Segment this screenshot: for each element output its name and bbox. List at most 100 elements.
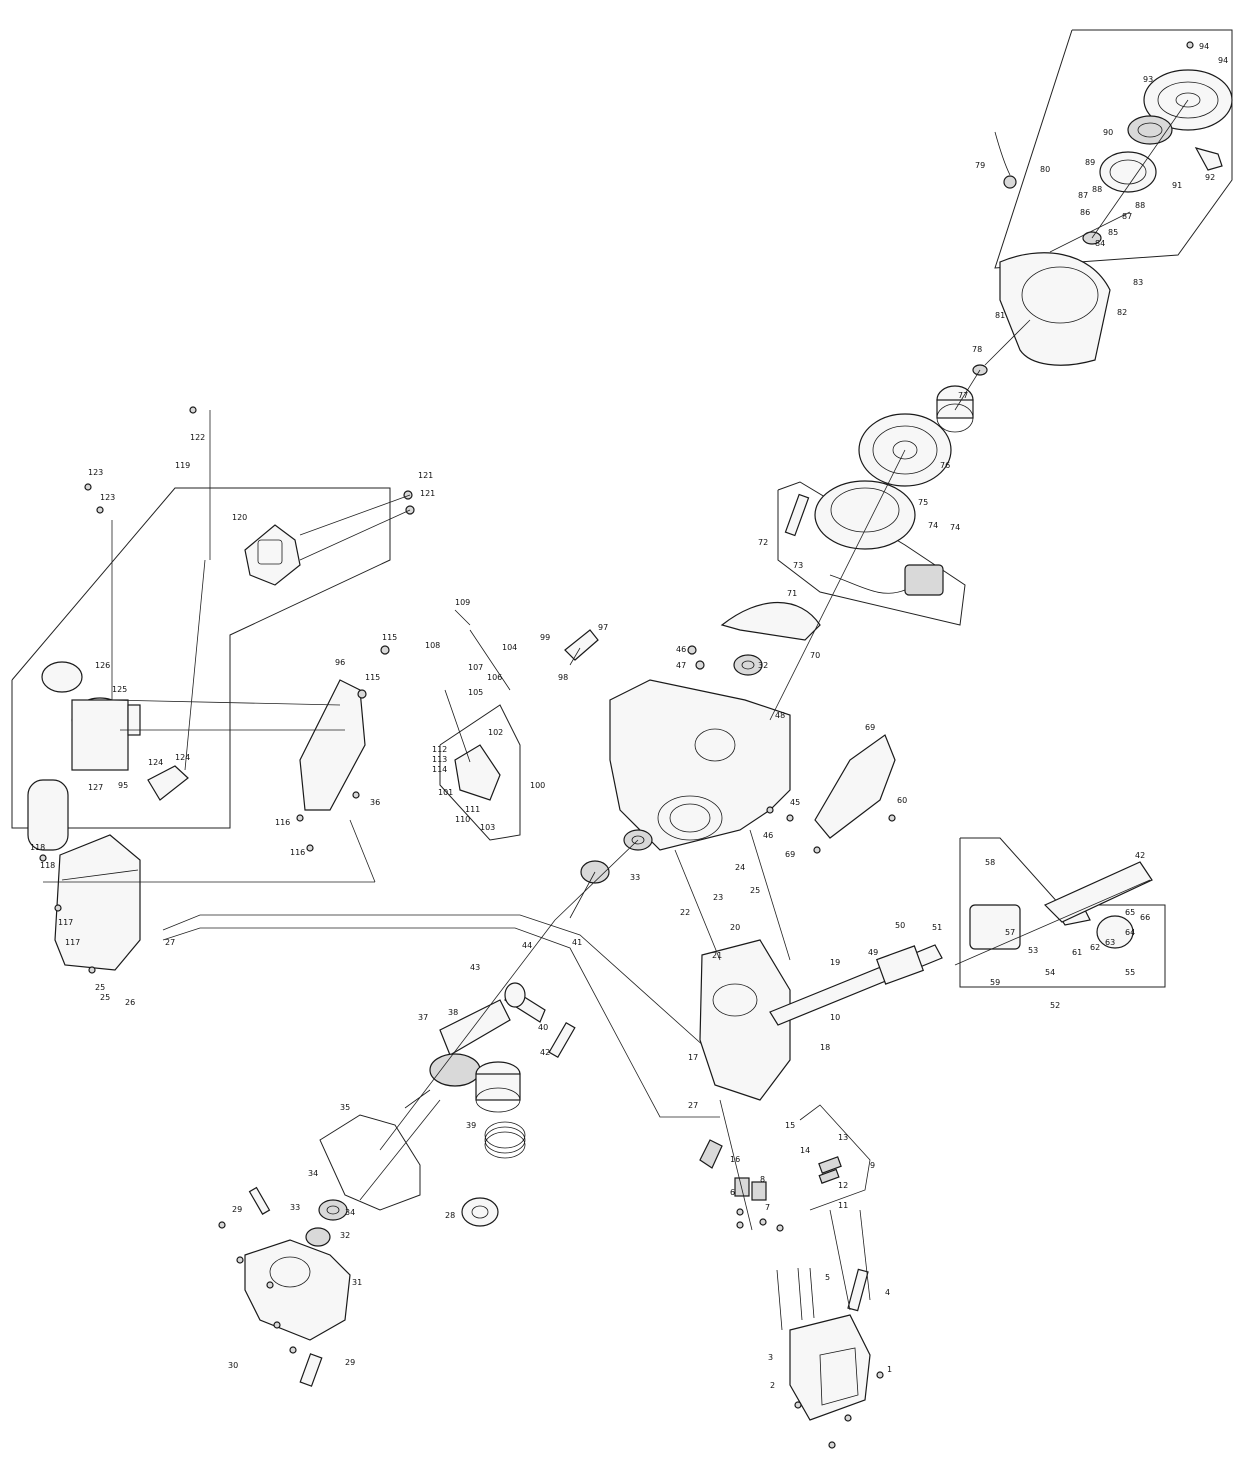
part-label: 117 <box>58 918 73 927</box>
crankcase-gasket <box>319 1114 421 1211</box>
part-label: 124 <box>148 758 163 767</box>
throttle-lever-97 <box>564 629 599 661</box>
oil-seal-32b <box>305 1227 331 1247</box>
part-label: 15 <box>785 1121 795 1130</box>
part-label: 20 <box>730 923 740 932</box>
part-label: 27 <box>165 938 175 947</box>
part-label: 73 <box>793 561 803 570</box>
part-label: 29 <box>345 1358 355 1367</box>
part-label: 29 <box>232 1205 242 1214</box>
part-label: 83 <box>1133 278 1143 287</box>
part-label: 110 <box>455 815 470 824</box>
part-label: 126 <box>95 661 110 670</box>
part-label: 88 <box>1135 201 1145 210</box>
part-label: 116 <box>290 848 305 857</box>
part-label: 74 <box>928 521 938 530</box>
stop-switch-wire <box>994 131 1017 189</box>
part-label: 34 <box>308 1169 318 1178</box>
carburetor-group-outline <box>959 837 1166 988</box>
part-label: 72 <box>758 538 768 547</box>
ignition-coil <box>784 493 944 596</box>
part-label: 101 <box>438 788 453 797</box>
part-label: 114 <box>432 765 447 774</box>
part-label: 25 <box>750 886 760 895</box>
part-label: 118 <box>40 861 55 870</box>
part-label: 36 <box>370 798 380 807</box>
part-label: 54 <box>1045 968 1055 977</box>
part-label: 13 <box>838 1133 848 1142</box>
flywheel <box>814 480 916 550</box>
part-label: 2 <box>770 1381 775 1390</box>
part-label: 80 <box>1040 165 1050 174</box>
part-label: 99 <box>540 633 550 642</box>
part-label: 109 <box>455 598 470 607</box>
part-label: 51 <box>932 923 942 932</box>
part-label: 25 <box>100 993 110 1002</box>
part-label: 17 <box>688 1053 698 1062</box>
part-label: 66 <box>1140 913 1150 922</box>
part-label: 88 <box>1092 185 1102 194</box>
oil-drain-bolt <box>248 1186 323 1387</box>
shroud-69 <box>814 734 896 839</box>
part-label: 46 <box>763 831 773 840</box>
part-label: 70 <box>810 651 820 660</box>
part-label: 94 <box>1199 42 1209 51</box>
part-label: 95 <box>118 781 128 790</box>
head-cover <box>789 1314 871 1421</box>
part-label: 30 <box>228 1361 238 1370</box>
starter-handle <box>1194 147 1223 171</box>
part-label: 74 <box>950 523 960 532</box>
part-label: 90 <box>1103 128 1113 137</box>
part-label: 113 <box>432 755 447 764</box>
part-label: 37 <box>418 1013 428 1022</box>
part-label: 47 <box>676 661 686 670</box>
part-label: 123 <box>88 468 103 477</box>
part-label: 116 <box>275 818 290 827</box>
part-label: 23 <box>713 893 723 902</box>
cylinder-head <box>699 939 791 1101</box>
piston-rings <box>484 1121 526 1159</box>
part-label: 1 <box>887 1365 892 1374</box>
part-label: 60 <box>897 796 907 805</box>
starter-reel <box>1099 151 1157 193</box>
part-label: 26 <box>125 998 135 1007</box>
part-label: 63 <box>1105 938 1115 947</box>
flywheel-cover-plate <box>720 601 821 641</box>
part-label: 124 <box>175 753 190 762</box>
part-label: 123 <box>100 493 115 502</box>
part-label: 93 <box>1143 75 1153 84</box>
part-label: 49 <box>868 948 878 957</box>
part-label: 119 <box>175 461 190 470</box>
part-label: 102 <box>488 728 503 737</box>
part-label: 19 <box>830 958 840 967</box>
governor-arm <box>444 609 511 801</box>
part-label: 57 <box>1005 928 1015 937</box>
part-label: 94 <box>1218 56 1228 65</box>
piston-pin <box>548 1021 576 1059</box>
part-label: 38 <box>448 1008 458 1017</box>
part-label: 127 <box>88 783 103 792</box>
part-label: 125 <box>112 685 127 694</box>
part-label: 14 <box>800 1146 810 1155</box>
part-label: 92 <box>1205 173 1215 182</box>
part-label: 115 <box>365 673 380 682</box>
part-label: 86 <box>1080 208 1090 217</box>
part-label: 45 <box>790 798 800 807</box>
part-label: 53 <box>1028 946 1038 955</box>
part-label: 24 <box>735 863 745 872</box>
part-label: 39 <box>466 1121 476 1130</box>
part-label: 33 <box>290 1203 300 1212</box>
part-label: 52 <box>1050 1001 1060 1010</box>
part-label: 55 <box>1125 968 1135 977</box>
starter-pulley <box>1127 115 1173 145</box>
part-label: 46 <box>676 645 686 654</box>
part-label: 76 <box>940 461 950 470</box>
ignition-coil-group-outline <box>777 481 966 626</box>
part-label: 25 <box>95 983 105 992</box>
fastener-markers <box>39 41 1194 1449</box>
part-label: 41 <box>572 938 582 947</box>
part-label: 64 <box>1125 928 1135 937</box>
part-label: 27 <box>688 1101 698 1110</box>
fan-cover <box>999 252 1111 366</box>
